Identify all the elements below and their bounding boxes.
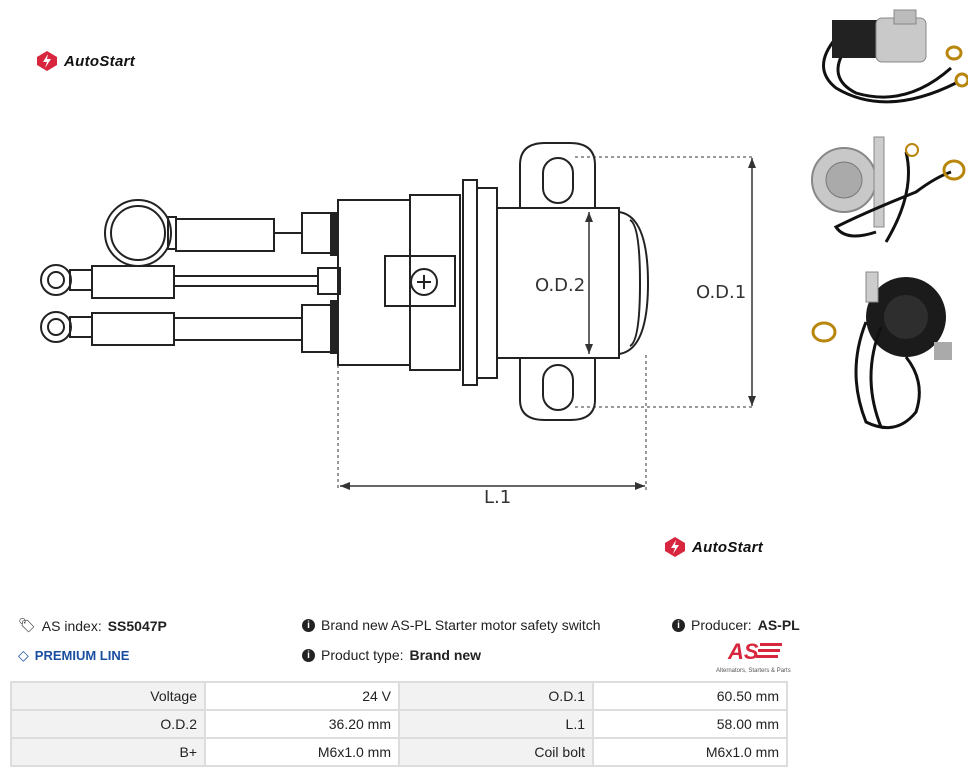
spec-label: B+ — [10, 737, 206, 767]
technical-drawing: O.D.2 O.D.1 L.1 — [40, 142, 756, 508]
spec-label: O.D.2 — [10, 709, 206, 739]
as-pl-logo: AS Alternators, Starters & Parts — [716, 639, 791, 674]
brand-logo-text: AutoStart — [692, 538, 764, 556]
table-row: O.D.2 36.20 mm L.1 58.00 mm — [10, 709, 788, 739]
spec-value: 24 V — [204, 681, 400, 711]
product-photo-rear — [811, 271, 952, 430]
product-thumbnail-3[interactable] — [806, 262, 968, 442]
as-index-value: SS5047P — [107, 617, 167, 634]
spec-value: 36.20 mm — [204, 709, 400, 739]
producer-value: AS-PL — [757, 617, 800, 633]
table-row: Voltage 24 V O.D.1 60.50 mm — [10, 681, 788, 711]
brand-logo-text: AutoStart — [64, 52, 136, 70]
as-index-label: AS index: — [41, 617, 102, 634]
diamond-icon: ◇ — [18, 647, 29, 663]
info-icon: i — [302, 618, 315, 632]
specs-table: Voltage 24 V O.D.1 60.50 mm O.D.2 36.20 … — [10, 681, 788, 767]
product-type-value: Brand new — [409, 647, 482, 663]
tags-icon: 🏷 — [18, 617, 36, 633]
od1-label: O.D.1 — [696, 282, 746, 303]
premium-line-label: PREMIUM LINE — [34, 648, 130, 663]
as-index: 🏷 AS index: SS5047P — [18, 617, 167, 634]
spec-value: M6x1.0 mm — [204, 737, 400, 767]
product-thumbnail-2[interactable] — [806, 132, 968, 254]
product-type-label: Product type: — [321, 647, 404, 663]
l1-label: L.1 — [484, 487, 511, 508]
product-photo-front — [811, 136, 966, 243]
product-type: i Product type: Brand new — [302, 647, 481, 663]
autostart-logo-icon — [37, 51, 57, 71]
description: i Brand new AS-PL Starter motor safety s… — [302, 617, 601, 633]
spec-value: 58.00 mm — [592, 709, 788, 739]
spec-label: Voltage — [10, 681, 206, 711]
premium-line[interactable]: ◇ PREMIUM LINE — [18, 647, 129, 664]
as-pl-logo-icon: AS — [727, 639, 782, 664]
svg-text:AS: AS — [727, 640, 759, 662]
od2-label: O.D.2 — [535, 275, 585, 296]
autostart-logo-icon — [665, 537, 685, 557]
info-icon: i — [672, 618, 685, 632]
brand-logo-bottom: AutoStart — [664, 536, 763, 558]
spec-value: M6x1.0 mm — [592, 737, 788, 767]
as-pl-tagline: Alternators, Starters & Parts — [716, 668, 791, 674]
spec-label: Coil bolt — [398, 737, 594, 767]
table-row: B+ M6x1.0 mm Coil bolt M6x1.0 mm — [10, 737, 788, 767]
info-icon: i — [302, 648, 315, 662]
producer-label: Producer: — [691, 617, 752, 633]
producer: i Producer: AS-PL — [672, 617, 800, 633]
spec-label: O.D.1 — [398, 681, 594, 711]
product-thumbnail-1[interactable] — [806, 8, 968, 126]
spec-label: L.1 — [398, 709, 594, 739]
description-text: Brand new AS-PL Starter motor safety swi… — [321, 617, 601, 633]
brand-logo-top: AutoStart — [36, 50, 135, 72]
spec-value: 60.50 mm — [592, 681, 788, 711]
product-photo-side — [822, 9, 968, 104]
